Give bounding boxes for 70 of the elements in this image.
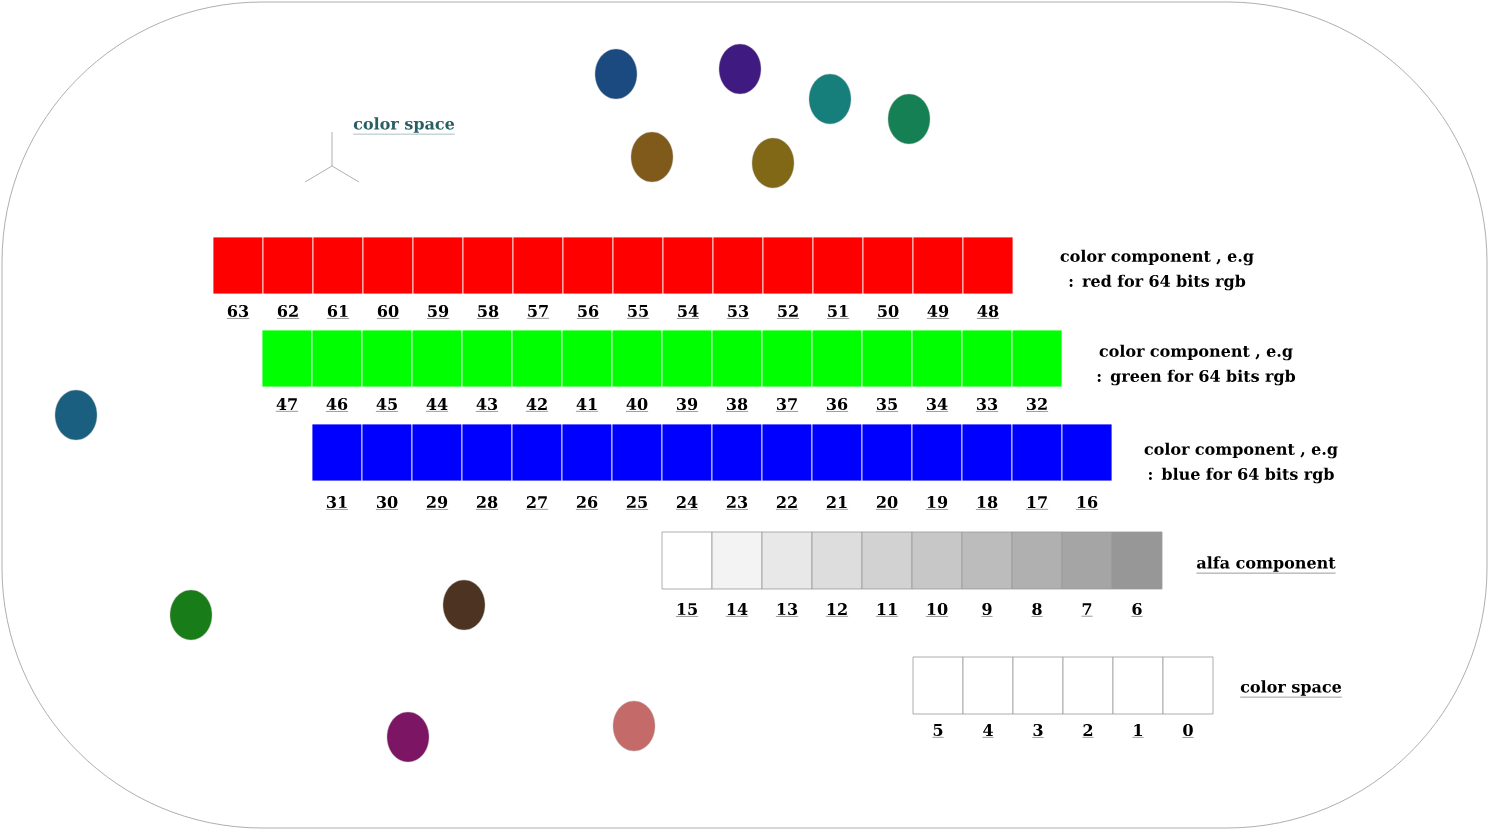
bit-number: 44 — [425, 398, 449, 412]
bit-number: 52 — [776, 304, 800, 319]
bit-number: 22 — [775, 496, 799, 510]
bit-number: 16 — [1075, 495, 1099, 510]
bit-number: 56 — [576, 304, 600, 319]
bit-number: 10 — [925, 602, 949, 617]
bit-number: 57 — [526, 305, 550, 319]
bit-number: 23 — [725, 495, 749, 510]
bit-number: 13 — [775, 602, 799, 617]
bit-number: 14 — [725, 603, 749, 617]
bit-number: 26 — [575, 495, 599, 510]
component-label: color component , e.g : green for 64 bits rgb — [1097, 344, 1296, 386]
bit-number: 32 — [1025, 397, 1049, 412]
bit-number: 55 — [626, 305, 650, 319]
bit-number: 49 — [926, 304, 950, 319]
bit-number: 54 — [676, 304, 700, 319]
bit-number: 17 — [1025, 496, 1049, 510]
bit-number: 39 — [675, 397, 699, 412]
bit-number: 34 — [925, 397, 949, 412]
bit-number: 11 — [875, 603, 899, 617]
bit-number: 9 — [981, 602, 993, 617]
bit-number: 4 — [982, 724, 994, 738]
bit-number: 33 — [975, 397, 999, 412]
bit-number: 25 — [625, 495, 649, 510]
bit-number: 50 — [876, 304, 900, 319]
bit-number: 47 — [275, 398, 299, 412]
bit-number: 21 — [825, 496, 849, 510]
component-label: color space — [353, 117, 456, 135]
bit-number: 18 — [975, 495, 999, 510]
bit-number: 15 — [675, 602, 699, 617]
bit-number: 36 — [825, 397, 849, 412]
bit-number: 51 — [826, 304, 850, 319]
bit-number: 5 — [932, 724, 944, 738]
bit-number: 41 — [575, 398, 599, 412]
bit-number: 38 — [725, 397, 749, 412]
bit-number: 63 — [226, 304, 250, 319]
bit-number: 53 — [726, 304, 750, 319]
bit-number: 12 — [825, 603, 849, 617]
bit-number: 3 — [1032, 723, 1044, 738]
component-label: color component , e.g : red for 64 bits rgb — [1060, 249, 1254, 291]
bit-number: 6 — [1131, 602, 1143, 617]
bit-number: 62 — [276, 304, 300, 319]
bit-number: 61 — [326, 304, 350, 319]
component-label: color component , e.g : blue for 64 bits rgb — [1144, 442, 1338, 484]
bit-number: 58 — [476, 304, 500, 319]
bit-number: 46 — [325, 397, 349, 412]
bit-number: 43 — [475, 397, 499, 412]
bit-number: 0 — [1182, 723, 1194, 738]
bit-number: 19 — [925, 495, 949, 510]
bit-number: 2 — [1082, 724, 1094, 738]
bit-number: 35 — [875, 397, 899, 412]
bit-number: 37 — [775, 397, 799, 412]
bit-number: 20 — [875, 495, 899, 510]
bit-number: 45 — [375, 397, 399, 412]
bit-number: 30 — [375, 495, 399, 510]
bit-number: 31 — [325, 495, 349, 510]
bit-number: 8 — [1031, 602, 1043, 617]
bit-number: 59 — [426, 304, 450, 319]
bit-number: 48 — [976, 304, 1000, 319]
bit-number: 60 — [376, 304, 400, 319]
bit-number: 27 — [525, 496, 549, 510]
bit-number: 1 — [1132, 724, 1144, 738]
component-label: color space — [1240, 680, 1343, 698]
bit-number: 24 — [675, 496, 699, 510]
component-label: alfa component — [1196, 556, 1336, 574]
bit-number: 40 — [625, 397, 649, 412]
bit-number: 42 — [525, 398, 549, 412]
bit-number: 29 — [425, 495, 449, 510]
bit-number: 28 — [475, 495, 499, 510]
bit-number: 7 — [1081, 603, 1093, 617]
